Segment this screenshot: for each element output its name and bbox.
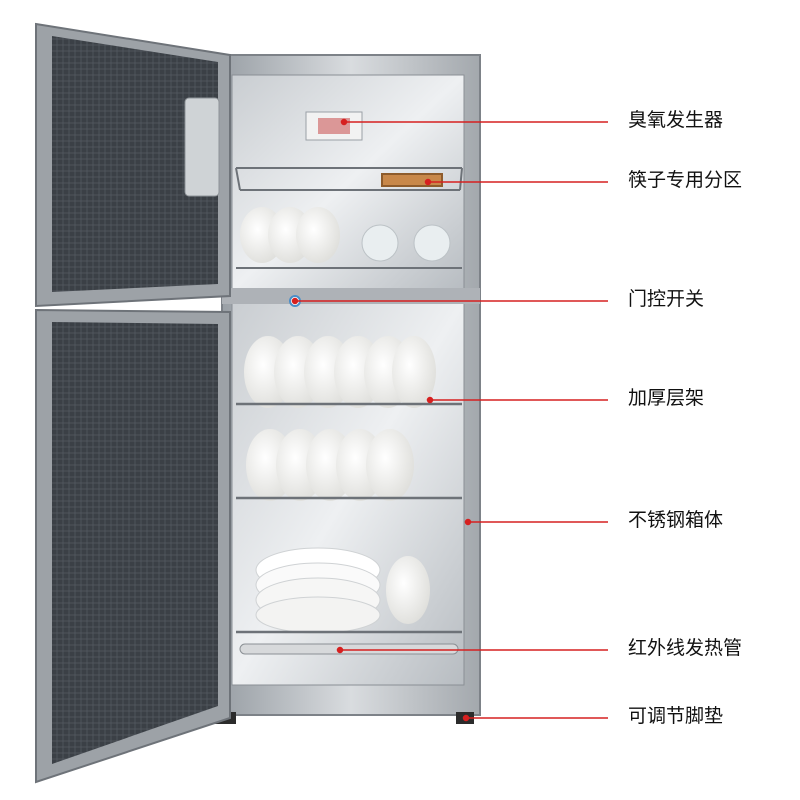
label-chopsticks-zone: 筷子专用分区	[628, 169, 743, 191]
middle-bowls-row-2	[236, 429, 462, 501]
label-infrared-heater: 红外线发热管	[628, 637, 743, 659]
label-thick-rack: 加厚层架	[628, 387, 705, 409]
ozone-generator	[305, 111, 363, 141]
label-ozone-generator: 臭氧发生器	[628, 109, 724, 131]
heating-tube	[239, 643, 459, 655]
upper-door	[35, 22, 231, 308]
label-door-switch: 门控开关	[628, 288, 705, 310]
label-adjustable-feet: 可调节脚垫	[628, 705, 724, 727]
plates-stack	[236, 547, 462, 634]
leader-lines	[291, 118, 608, 722]
label-stainless-body: 不锈钢箱体	[628, 509, 724, 531]
upper-bowls	[236, 207, 462, 269]
lower-door	[35, 308, 231, 784]
middle-bowls-row-1	[236, 336, 462, 408]
